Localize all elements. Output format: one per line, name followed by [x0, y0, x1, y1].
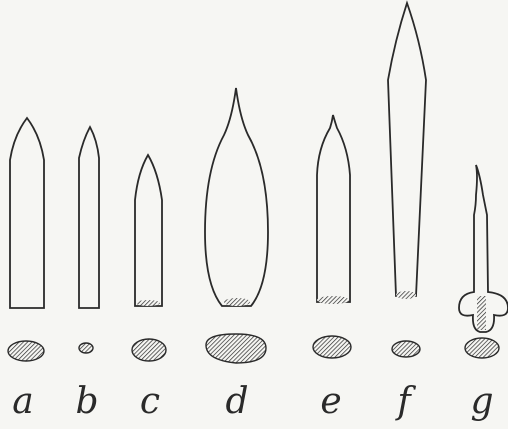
- base-g: [477, 296, 486, 330]
- cross-section-g: [465, 338, 499, 358]
- outline-c: [135, 155, 162, 306]
- cross-section-d: [206, 334, 266, 363]
- specimen-f: [388, 3, 426, 357]
- cross-section-a: [8, 341, 44, 361]
- cross-section-b: [79, 343, 93, 353]
- cross-section-c: [132, 339, 166, 361]
- cross-section-e: [313, 336, 351, 358]
- specimen-label-c: c: [130, 382, 170, 422]
- specimen-label-e: e: [311, 382, 351, 422]
- outline-a: [10, 118, 44, 308]
- specimen-d: [205, 88, 268, 363]
- specimen-label-a: a: [3, 382, 43, 422]
- specimen-label-g: g: [462, 382, 502, 422]
- specimen-c: [132, 155, 166, 361]
- cross-section-f: [392, 341, 420, 357]
- base-c: [136, 300, 160, 306]
- outline-e: [317, 115, 350, 302]
- base-d: [224, 298, 250, 306]
- specimen-label-f: f: [384, 382, 424, 422]
- specimen-b: [79, 127, 99, 353]
- specimen-a: [8, 118, 44, 361]
- base-e: [317, 296, 349, 304]
- outline-f: [388, 3, 426, 296]
- base-f: [396, 291, 416, 299]
- outline-d: [205, 88, 268, 306]
- specimen-g: [459, 165, 508, 358]
- outline-b: [79, 127, 99, 308]
- specimen-label-d: d: [217, 382, 257, 422]
- specimen-e: [313, 115, 351, 358]
- specimen-label-b: b: [67, 382, 107, 422]
